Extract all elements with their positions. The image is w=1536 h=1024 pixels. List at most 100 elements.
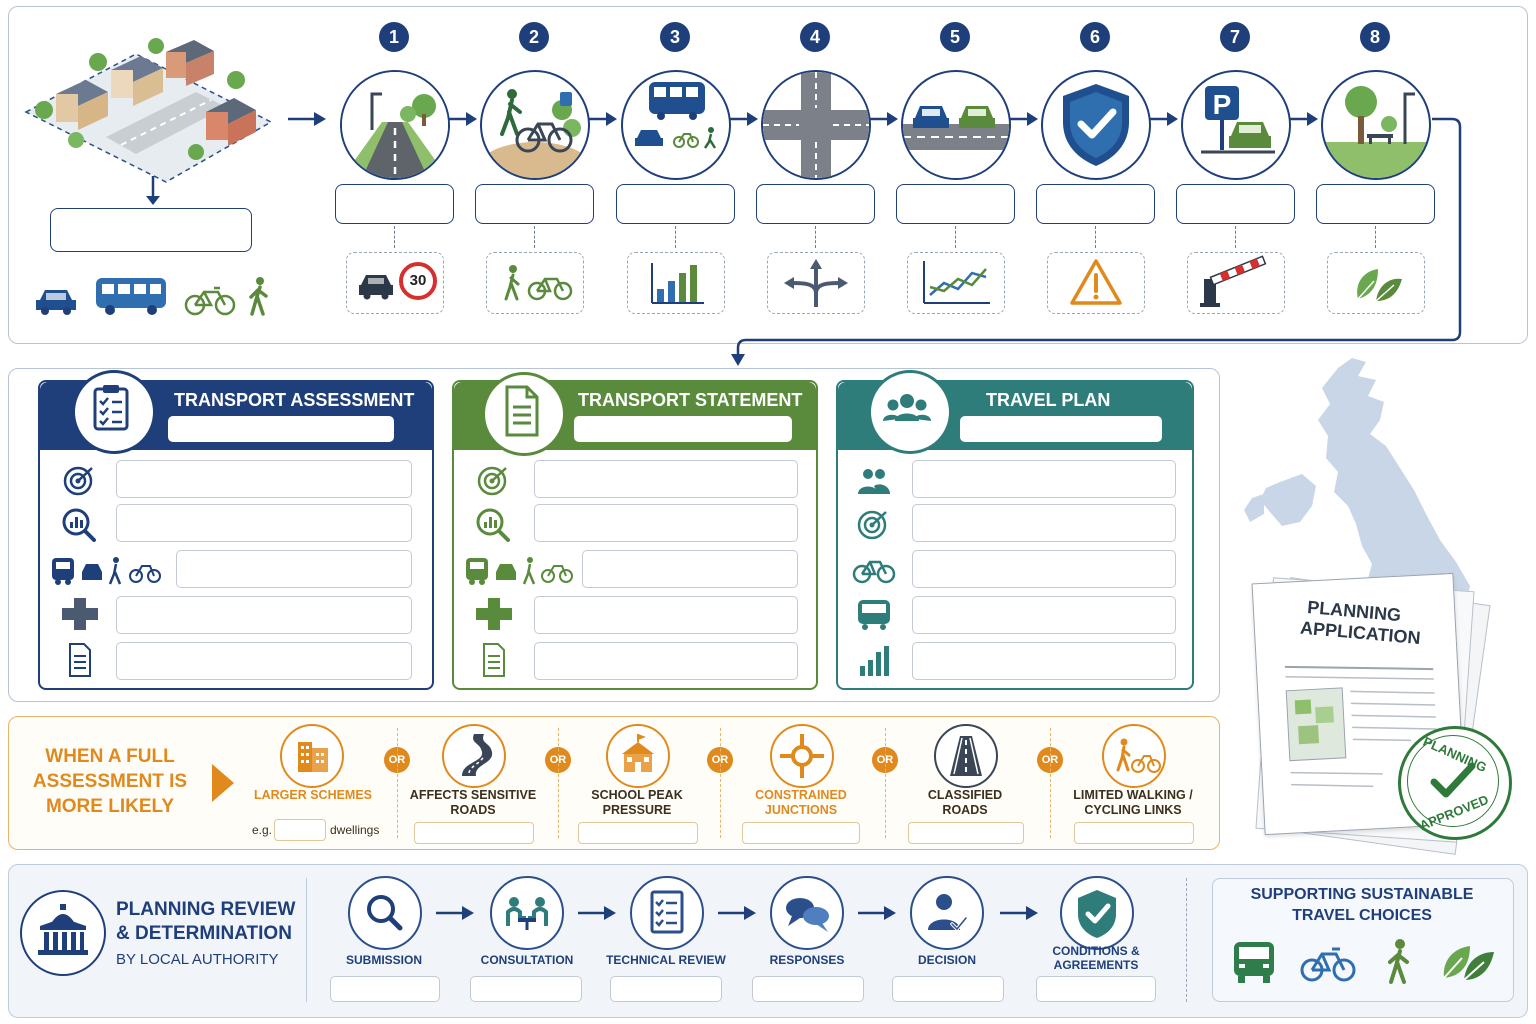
full-assessment-heading: WHEN A FULL ASSESSMENT IS MORE LIKELY bbox=[32, 746, 188, 817]
step-public-transport-circle bbox=[621, 70, 731, 180]
step-label-box bbox=[335, 184, 454, 224]
eg-suffix: dwellings bbox=[330, 823, 380, 837]
step-label-box bbox=[1036, 184, 1155, 224]
dashed-connector bbox=[675, 226, 676, 248]
likely-item-label: AFFECTS SENSITIVE ROADS bbox=[409, 788, 537, 817]
house-icon bbox=[56, 80, 108, 130]
flow-arrow bbox=[588, 110, 618, 128]
bicycle-icon bbox=[184, 284, 236, 316]
analysis-magnifier-icon bbox=[50, 506, 110, 542]
card-row-box bbox=[534, 596, 798, 634]
flow-arrow bbox=[448, 110, 478, 128]
leaf-icon bbox=[1438, 938, 1498, 986]
pedestrian-icon bbox=[1384, 938, 1414, 986]
likely-item-label: CLASSIFIED ROADS bbox=[927, 788, 1003, 817]
car-icon bbox=[34, 284, 78, 316]
card-row-box bbox=[116, 460, 412, 498]
card-row-box bbox=[116, 642, 412, 680]
target-icon bbox=[464, 462, 524, 498]
dashed-connector bbox=[955, 226, 956, 248]
walk-cycle-tile bbox=[486, 252, 584, 314]
step-traffic-circle bbox=[901, 70, 1011, 180]
stage-label: RESPONSES bbox=[769, 953, 845, 967]
flow-arrow bbox=[1009, 110, 1039, 128]
bus-icon bbox=[94, 276, 168, 316]
leaf-tile bbox=[1327, 252, 1425, 314]
stage-box bbox=[1036, 976, 1156, 1002]
dashed-connector bbox=[394, 226, 395, 248]
checklist-icon bbox=[630, 876, 704, 950]
likely-item-box bbox=[578, 822, 698, 844]
dashed-connector bbox=[1375, 226, 1376, 248]
sustainable-title-line2: TRAVEL CHOICES bbox=[1292, 907, 1432, 924]
transport-assessment-card: TRANSPORT ASSESSMENT bbox=[38, 370, 434, 690]
people-icon bbox=[844, 462, 904, 498]
bar-chart-icon bbox=[844, 642, 904, 678]
step-number: 3 bbox=[660, 22, 690, 52]
stage-box bbox=[330, 976, 440, 1002]
dashed-connector bbox=[1235, 226, 1236, 248]
step-label-box bbox=[475, 184, 594, 224]
card-row-box bbox=[912, 504, 1176, 542]
junction-icon bbox=[464, 596, 524, 632]
stage-box bbox=[892, 976, 1004, 1002]
bicycle-icon bbox=[1298, 944, 1358, 984]
clipboard-icon bbox=[72, 370, 156, 454]
card-title: TRANSPORT STATEMENT bbox=[578, 390, 803, 410]
dashed-connector bbox=[1095, 226, 1096, 248]
barrier-tile bbox=[1187, 252, 1285, 314]
speed-limit-sign: 30 bbox=[409, 272, 427, 289]
card-row-box bbox=[912, 642, 1176, 680]
target-icon bbox=[50, 462, 110, 498]
likely-item-box bbox=[1074, 822, 1194, 844]
step-number: 4 bbox=[800, 22, 830, 52]
step-number: 6 bbox=[1080, 22, 1110, 52]
magnifier-icon bbox=[348, 876, 422, 950]
analysis-magnifier-icon bbox=[464, 506, 524, 542]
document-icon bbox=[482, 372, 566, 456]
dashed-divider bbox=[1050, 728, 1051, 838]
review-title-line2: & DETERMINATION bbox=[116, 923, 292, 944]
likely-item-label: LARGER SCHEMES bbox=[253, 788, 373, 802]
line-graph-tile bbox=[907, 252, 1005, 314]
highway-icon bbox=[934, 724, 998, 788]
approved-stamp: PLANNING APPROVED bbox=[1398, 726, 1512, 840]
card-row-box bbox=[176, 550, 412, 588]
stage-box bbox=[752, 976, 864, 1002]
step-walk-cycle-circle bbox=[480, 70, 590, 180]
card-row-box bbox=[912, 460, 1176, 498]
town-hall-icon bbox=[20, 890, 106, 976]
likely-item-box bbox=[742, 822, 860, 844]
step-road-circle bbox=[340, 70, 450, 180]
speed-limit-tile: 30 bbox=[346, 252, 444, 314]
likely-item-label: LIMITED WALKING / CYCLING LINKS bbox=[1073, 788, 1193, 817]
play-arrow-icon bbox=[210, 762, 236, 804]
stage-label: SUBMISSION bbox=[345, 953, 422, 967]
pedestrian-icon bbox=[246, 276, 272, 316]
bus-icon bbox=[1230, 938, 1278, 986]
card-row-box bbox=[116, 504, 412, 542]
likely-item-box bbox=[414, 822, 534, 844]
speech-bubbles-icon bbox=[770, 876, 844, 950]
card-row-box bbox=[534, 642, 798, 680]
card-row-box bbox=[582, 550, 798, 588]
flow-arrow bbox=[1000, 904, 1040, 922]
dwellings-count-box bbox=[274, 819, 326, 841]
flow-arrow bbox=[718, 904, 758, 922]
step-junction-circle bbox=[761, 70, 871, 180]
card-title: TRANSPORT ASSESSMENT bbox=[174, 390, 415, 410]
stage-box bbox=[470, 976, 582, 1002]
card-row-box bbox=[534, 460, 798, 498]
step-number: 7 bbox=[1220, 22, 1250, 52]
card-header-box bbox=[168, 416, 394, 442]
dashed-divider bbox=[885, 728, 886, 838]
uk-map bbox=[1230, 350, 1530, 690]
dashed-connector bbox=[815, 226, 816, 248]
likely-item-label: SCHOOL PEAK PRESSURE bbox=[591, 788, 683, 817]
dashed-divider bbox=[397, 728, 398, 838]
card-row-box bbox=[912, 596, 1176, 634]
user-check-icon bbox=[910, 876, 984, 950]
junction-icon bbox=[50, 596, 110, 632]
step-number: 1 bbox=[379, 22, 409, 52]
housing-development-illustration bbox=[16, 32, 278, 192]
